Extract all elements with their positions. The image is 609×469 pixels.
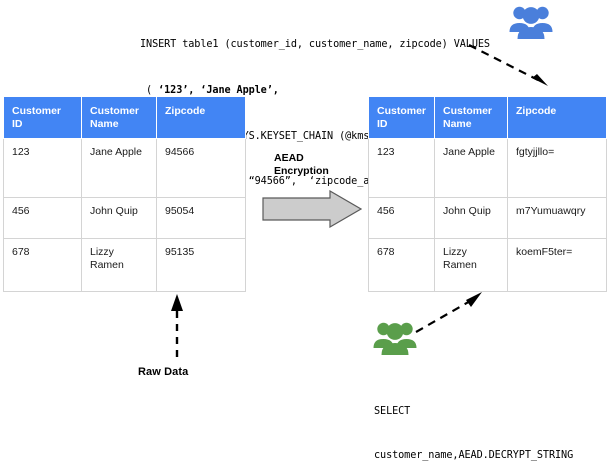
aead-encryption-label: AEAD Encryption [274, 152, 329, 177]
insert-sql-line-2-prefix: ( [140, 85, 159, 97]
cell-zipcode: m7Yumuawqry [507, 197, 607, 239]
cell-customer-id: 123 [368, 138, 435, 198]
cell-zipcode: koemF5ter= [507, 238, 607, 292]
dashed-arrow-up-right-icon [414, 290, 490, 334]
cell-customer-name: Jane Apple [434, 138, 508, 198]
insert-sql-line-2: ( ‘123’, ‘Jane Apple’, [140, 83, 490, 98]
table-row: 456 John Quip 95054 [3, 197, 246, 239]
dashed-arrow-up-icon [160, 294, 194, 358]
cell-zipcode: fgtyjjllo= [507, 138, 607, 198]
cell-customer-name: Jane Apple [81, 138, 157, 198]
cell-customer-name: John Quip [81, 197, 157, 239]
insert-sql-line-1: INSERT table1 (customer_id, customer_nam… [140, 39, 490, 51]
cell-zipcode: 95054 [156, 197, 246, 239]
table-row: 123 Jane Apple 94566 [3, 138, 246, 198]
insert-sql-line-2-values: ‘123’, ‘Jane Apple’, [158, 85, 279, 97]
cell-zipcode: 94566 [156, 138, 246, 198]
cell-customer-name: Lizzy Ramen [434, 238, 508, 292]
column-header-zipcode: Zipcode [507, 96, 607, 139]
cell-customer-id: 456 [3, 197, 82, 239]
cell-customer-id: 456 [368, 197, 435, 239]
select-sql-line-1: SELECT [374, 406, 411, 418]
table-row: 123 Jane Apple fgtyjjllo= [368, 138, 607, 198]
column-header-zipcode: Zipcode [156, 96, 246, 139]
cell-customer-id: 678 [3, 238, 82, 292]
table-row: 456 John Quip m7Yumuawqry [368, 197, 607, 239]
table-row: 678 Lizzy Ramen 95135 [3, 238, 246, 292]
block-arrow-right-icon [262, 189, 363, 229]
select-sql-line-2: customer_name,AEAD.DECRYPT_STRING [374, 449, 574, 461]
cell-customer-id: 123 [3, 138, 82, 198]
raw-data-label: Raw Data [138, 366, 189, 378]
dashed-arrow-down-right-icon [466, 42, 556, 90]
select-sql-text: SELECT customer_name,AEAD.DECRYPT_STRING… [374, 376, 573, 469]
table-row: 678 Lizzy Ramen koemF5ter= [368, 238, 607, 292]
people-group-icon [508, 2, 554, 44]
cell-customer-id: 678 [368, 238, 435, 292]
cell-zipcode: 95135 [156, 238, 246, 292]
cell-customer-name: John Quip [434, 197, 508, 239]
people-group-icon [372, 318, 418, 360]
cell-customer-name: Lizzy Ramen [81, 238, 157, 292]
